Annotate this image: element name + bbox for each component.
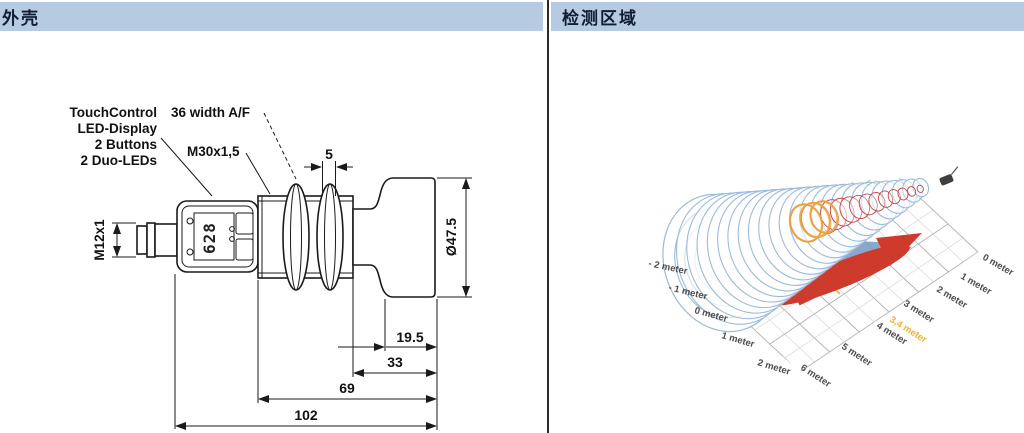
dim-groove-label: 5 — [325, 146, 333, 162]
connector-barrel — [154, 223, 178, 257]
inner-beam-wireframe — [788, 184, 924, 243]
mounting-nut-2 — [316, 183, 344, 291]
inner-beam-ring — [916, 184, 924, 193]
inner-beam-ring — [868, 192, 886, 212]
leader-line-thread — [245, 152, 271, 195]
grid-line — [769, 223, 949, 345]
dimension-annotations: M12x1 5 Ø47.5 19.5 — [92, 146, 472, 430]
connector-size-label: M12x1 — [92, 219, 107, 261]
duo-led-1 — [229, 226, 235, 232]
housing-title: 外壳 — [2, 9, 40, 28]
beam-direction-arrow — [794, 233, 922, 306]
led-display-window — [193, 212, 235, 261]
inner-beam-ring — [907, 186, 917, 197]
orange-highlight-ring — [788, 203, 824, 243]
mounting-nut-1 — [282, 183, 310, 291]
panel-divider — [547, 0, 549, 433]
distance-axis-label: 0 meter — [981, 252, 1016, 279]
dim-overall-length-label: 102 — [294, 407, 318, 423]
detection-header-bar: 检测区域 — [551, 2, 1024, 31]
mounting-nut-1-facet — [290, 183, 302, 291]
sensor-icon — [939, 166, 959, 186]
screw-top — [186, 217, 194, 225]
distance-axis-label: 1 meter — [959, 271, 994, 298]
lateral-axis-label: 2 meter — [756, 357, 792, 377]
transducer-head — [352, 177, 436, 298]
inner-beam-ring — [839, 196, 863, 223]
wrench-size-label: 36 width A/F — [171, 105, 250, 120]
housing-header-bar: 外壳 — [0, 2, 543, 31]
button-1 — [235, 212, 254, 235]
lateral-axis-label: 1 meter — [720, 330, 756, 350]
dim-front-length-label: 33 — [387, 354, 403, 370]
callout-buttons: 2 Buttons — [95, 137, 157, 152]
dim-diameter-label: Ø47.5 — [443, 218, 459, 256]
duo-led-2 — [229, 236, 235, 242]
orange-highlight-ring — [809, 200, 839, 234]
mounting-nut-2-facet — [324, 183, 336, 291]
inner-beam-ring — [829, 197, 855, 227]
inner-beam-ring — [887, 189, 901, 205]
leader-line-display — [160, 137, 213, 197]
distance-axis-label: 6 meter — [798, 362, 833, 390]
detection-title: 检测区域 — [562, 9, 638, 28]
callout-labels: TouchControl LED-Display 2 Buttons 2 Duo… — [70, 105, 297, 197]
sensor-body: 628 — [136, 177, 436, 298]
dim-body-length-label: 69 — [339, 380, 355, 396]
dim-head-length-label: 19.5 — [396, 329, 423, 345]
grid-line — [784, 237, 964, 359]
connector-flange — [146, 222, 156, 258]
grid-line — [799, 251, 979, 373]
button-2 — [235, 238, 254, 261]
connector-cap — [136, 225, 148, 255]
callout-duo-leds: 2 Duo-LEDs — [80, 153, 157, 168]
housing-technical-drawing: TouchControl LED-Display 2 Buttons 2 Duo… — [70, 105, 472, 430]
screw-bottom — [186, 248, 194, 256]
cone-ring — [912, 177, 930, 198]
callout-led-display: LED-Display — [77, 121, 157, 136]
callout-touchcontrol: TouchControl — [70, 105, 157, 120]
display-head-inner — [181, 205, 254, 268]
distance-axis-label: 2 meter — [934, 284, 969, 311]
inner-beam-ring — [878, 190, 894, 208]
distance-axis-label: 5 meter — [839, 341, 874, 369]
seven-segment-readout: 628 — [200, 222, 219, 254]
leader-line-wrench — [263, 112, 297, 180]
thread-size-label: M30x1,5 — [187, 144, 240, 159]
orange-highlight-ring — [799, 201, 831, 239]
